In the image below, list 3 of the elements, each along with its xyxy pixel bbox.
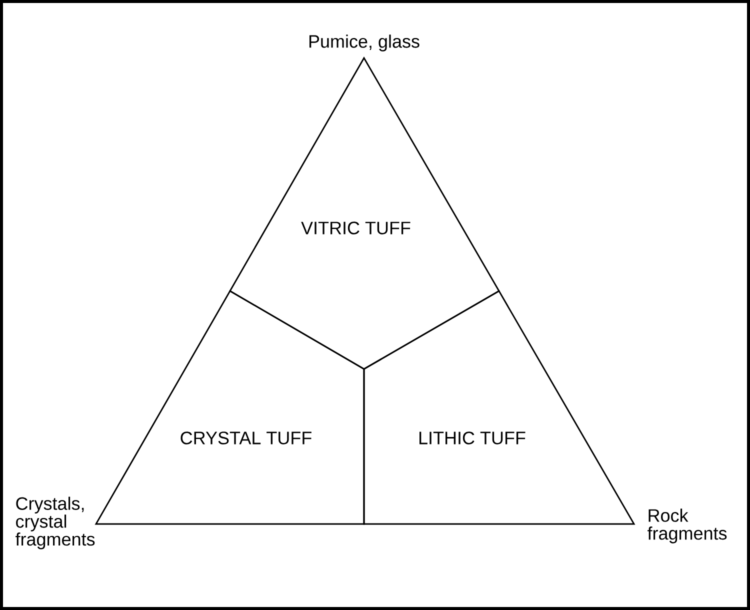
ternary-field: LITHIC TUFF [363,290,636,525]
vertex-label: Rock fragments [648,508,727,544]
vertex-label: Crystals, crystal fragments [16,496,95,550]
